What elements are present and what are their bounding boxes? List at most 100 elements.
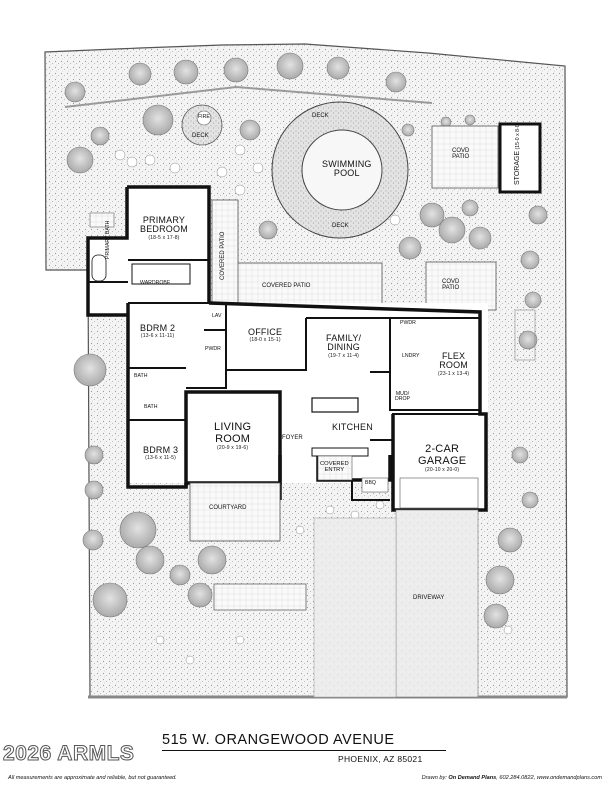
covd-patio-right-area xyxy=(425,261,497,311)
family-line2: DINING xyxy=(327,342,360,353)
courtyard-area xyxy=(189,482,281,542)
bdrm2-name: BDRM 2 xyxy=(140,323,176,333)
drawn-by-contact: , 602.284.0822, www.ondemandplans.com xyxy=(496,775,602,781)
primary-bath-line2: BATH xyxy=(105,220,111,235)
pool-equipment xyxy=(89,212,115,228)
living-line1: LIVING xyxy=(214,421,252,433)
primary-tub xyxy=(91,254,107,282)
covered-entry-line2: ENTRY xyxy=(324,467,345,474)
family-dims: (19-7 x 11-4) xyxy=(328,352,360,359)
storage-building xyxy=(498,122,542,194)
north-wall xyxy=(64,85,433,108)
interior-walls xyxy=(88,259,486,501)
deck-top-label: DECK xyxy=(312,113,329,119)
lav-label: LAV xyxy=(212,313,222,319)
primary-bath-label: PRIMARY BATH xyxy=(105,220,111,259)
covered-entry-label: COVERED ENTRY xyxy=(320,461,349,473)
measurement-disclaimer: All measurements are approximate and rel… xyxy=(8,775,177,781)
pwdr-b-label: PWDR xyxy=(400,320,416,326)
covd-right-line2: PATIO xyxy=(442,285,460,292)
deck-bottom-label: DECK xyxy=(332,223,349,229)
bbq-label: BBQ xyxy=(365,480,376,486)
swimming-pool-label: SWIMMING POOL xyxy=(322,159,372,179)
landscape-trees xyxy=(64,52,548,629)
fire-pit xyxy=(196,110,212,126)
city-state-zip: PHOENIX, AZ 85021 xyxy=(338,754,423,764)
storage-label: STORAGE (15-0 x 8-0) xyxy=(514,123,521,185)
bbq-pad xyxy=(361,477,389,493)
courtyard-label: COURTYARD xyxy=(209,505,247,511)
bdrm3-label: BDRM 3 (13-6 x 11-5) xyxy=(143,445,179,462)
side-yard-vent xyxy=(514,309,536,361)
covered-patio-strip xyxy=(211,199,239,311)
driveway-area xyxy=(395,509,479,698)
firepit-deck-label: DECK xyxy=(192,133,209,139)
fire-label: FIRE xyxy=(198,114,210,120)
drawn-by-label: Drawn by: xyxy=(421,775,447,781)
pool-line1: SWIMMING xyxy=(322,159,372,169)
covered-entry-line1: COVERED xyxy=(320,461,349,467)
wardrobe-box xyxy=(131,263,191,285)
kitchen-label: KITCHEN xyxy=(332,422,373,432)
mud-line1: MUD/ xyxy=(395,391,410,397)
covd-top-line1: COVD xyxy=(452,148,470,154)
bath-a-label: BATH xyxy=(134,373,148,379)
flex-dims: (23-1 x 13-4) xyxy=(438,370,470,377)
drawn-by-company: On Demand Plans xyxy=(448,775,497,781)
covd-top-line2: PATIO xyxy=(452,154,470,161)
primary-bedroom-dims: (18-5 x 17-8) xyxy=(148,234,180,241)
living-line2: ROOM xyxy=(215,432,251,445)
flex-room-label: FLEX ROOM (23-1 x 13-4) xyxy=(438,351,470,377)
office-name: OFFICE xyxy=(248,327,283,337)
mud-line2: DROP xyxy=(395,396,410,403)
address-title: 515 W. ORANGEWOOD AVENUE xyxy=(162,732,395,748)
bdrm2-dims: (13-6 x 11-11) xyxy=(140,333,175,340)
covd-patio-top-label: COVD PATIO xyxy=(452,148,469,161)
pool-line2: POOL xyxy=(333,168,360,179)
front-walk xyxy=(313,517,397,698)
garage-dims: (20-10 x 20-0) xyxy=(425,467,460,474)
office-dims: (18-0 x 15-1) xyxy=(249,337,281,344)
pool-water xyxy=(301,129,383,211)
pwdr-a-label: PWDR xyxy=(205,346,221,352)
lndry-label: LNDRY xyxy=(402,353,420,359)
wardrobe-label: WARDROBE xyxy=(140,280,171,286)
living-dims: (20-9 x 19-6) xyxy=(217,445,249,452)
flex-line1: FLEX xyxy=(441,351,466,361)
covered-entry-area xyxy=(317,455,353,481)
bdrm2-label: BDRM 2 (13-6 x 11-11) xyxy=(140,323,176,340)
kitchen-island xyxy=(311,397,359,413)
primary-bath-line1: PRIMARY xyxy=(105,235,111,259)
bath-b-label: BATH xyxy=(144,404,158,410)
copyright-watermark: 2026 ARMLS xyxy=(2,742,135,766)
garage-door xyxy=(399,477,479,509)
covd-patio-top-area xyxy=(431,125,499,189)
living-room-label: LIVING ROOM (20-9 x 19-6) xyxy=(214,421,252,452)
drawn-by-credit: Drawn by: On Demand Plans, 602.284.0822,… xyxy=(422,775,602,781)
garage-line1: 2-CAR xyxy=(425,443,460,455)
bdrm3-name: BDRM 3 xyxy=(143,445,179,455)
primary-bedroom-label: PRIMARY BEDROOM (18-5 x 17-8) xyxy=(140,215,188,241)
covered-patio-label: COVERED PATIO xyxy=(262,283,311,289)
flex-line2: ROOM xyxy=(439,360,469,371)
primary-bedroom-line2: BEDROOM xyxy=(140,224,188,235)
covd-right-line1: COVD xyxy=(442,279,460,285)
office-label: OFFICE (18-0 x 15-1) xyxy=(248,327,283,344)
garage-label: 2-CAR GARAGE (20-10 x 20-0) xyxy=(418,443,467,474)
family-line1: FAMILY/ xyxy=(326,333,362,343)
primary-bedroom-line1: PRIMARY xyxy=(142,215,186,225)
address-underline xyxy=(162,750,446,751)
storage-name: STORAGE xyxy=(514,150,521,185)
bdrm3-dims: (13-6 x 11-5) xyxy=(145,455,177,462)
covered-patio-vertical-label: COVERED PATIO xyxy=(220,231,226,280)
planter xyxy=(213,583,307,611)
covd-patio-right-label: COVD PATIO xyxy=(442,279,459,292)
mud-drop-label: MUD/ DROP xyxy=(395,391,410,403)
foyer-label: FOYER xyxy=(282,435,303,441)
driveway-label: DRIVEWAY xyxy=(413,595,445,601)
kitchen-counter xyxy=(311,447,369,457)
storage-dims: (15-0 x 8-0) xyxy=(515,122,521,150)
family-label: FAMILY/ DINING (19-7 x 11-4) xyxy=(326,333,362,359)
garage-line2: GARAGE xyxy=(418,454,467,467)
